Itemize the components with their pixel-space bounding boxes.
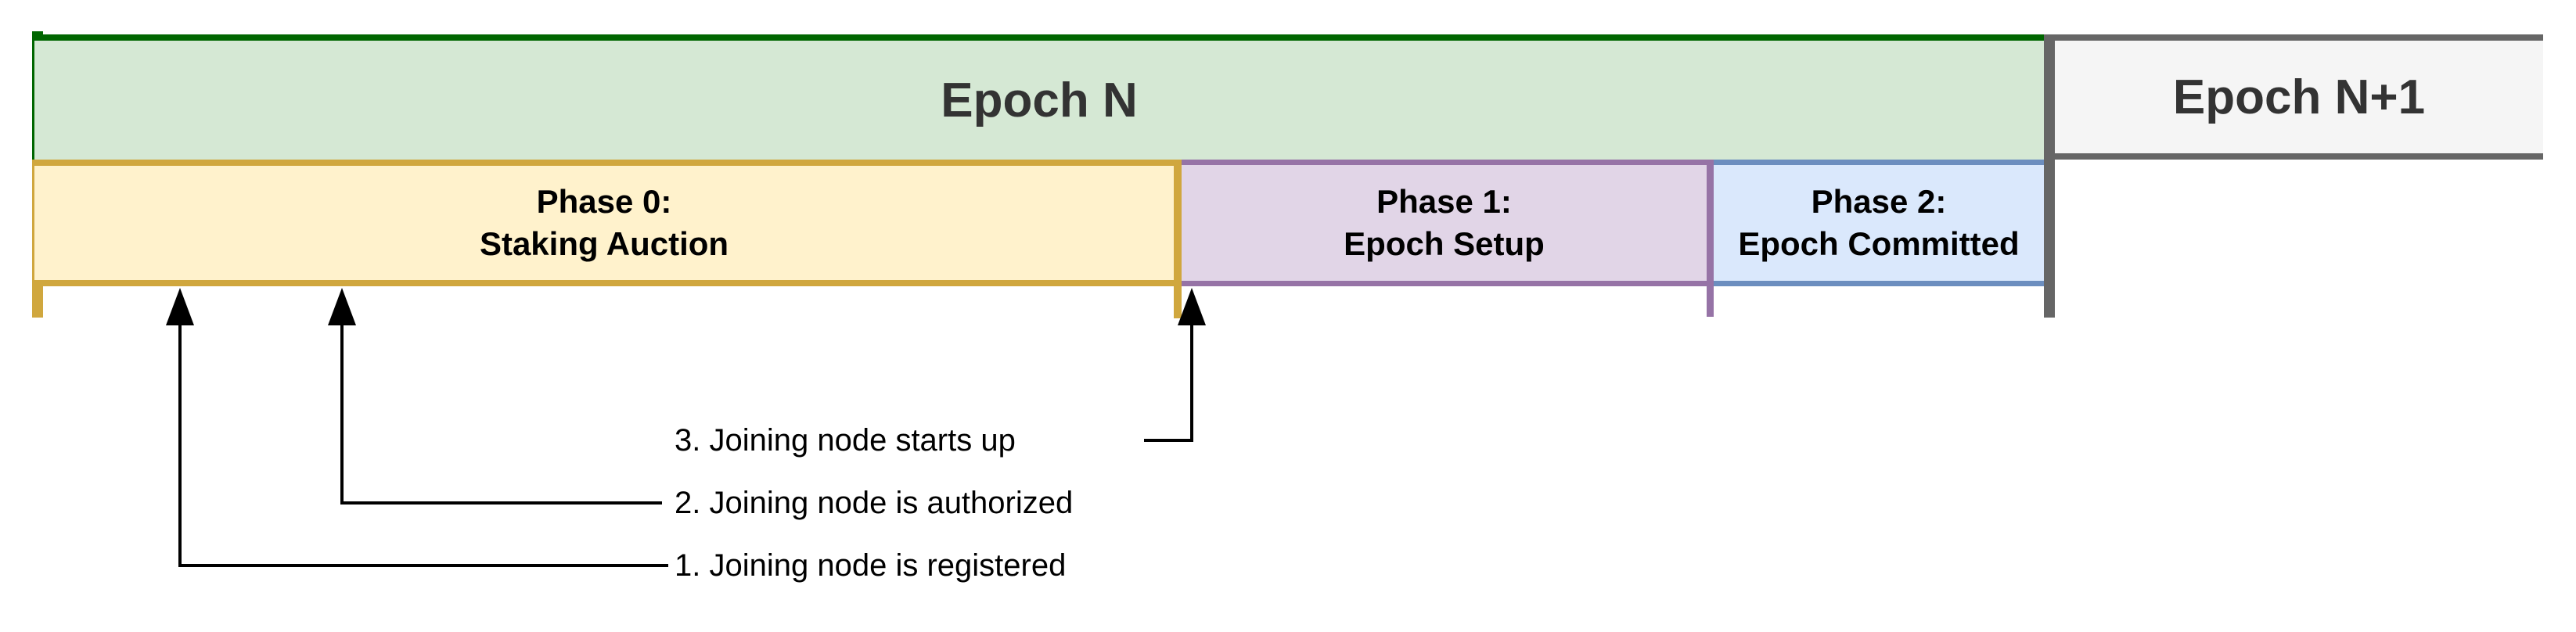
annotation-1-line-horizontal [178,564,668,567]
annotation-3-line-horizontal [1144,439,1193,442]
epoch-n-label: Epoch N [941,73,1138,127]
phase-2-label-line1: Phase 2: [1811,183,1947,220]
phase1-divider-tail [1707,286,1714,317]
epoch-n-bar: Epoch N [34,34,2044,160]
epoch-n1-bar: Epoch N+1 [2055,34,2543,160]
epoch-boundary-bar [2044,34,2055,318]
phase-2-box: Phase 2: Epoch Committed [1714,160,2044,286]
phase-0-label-line2: Staking Auction [479,225,729,262]
phase-2-label-line2: Epoch Committed [1738,225,2020,262]
annotation-2-line-vertical [340,319,344,505]
annotation-1-line-vertical [178,319,182,567]
annotation-3-label: 3. Joining node starts up [675,423,1016,458]
annotation-3-line-vertical [1190,319,1193,442]
epoch-n1-label: Epoch N+1 [2172,70,2426,124]
phase-1-box: Phase 1: Epoch Setup [1182,160,1714,286]
annotation-2-line-horizontal [340,501,662,505]
phase-0-label-line1: Phase 0: [536,183,672,220]
annotation-1-label: 1. Joining node is registered [675,548,1067,583]
phase-0-box: Phase 0: Staking Auction [34,160,1182,286]
phase-1-label-line1: Phase 1: [1376,183,1512,220]
annotation-2-label: 2. Joining node is authorized [675,486,1074,520]
phase-1-label-line2: Epoch Setup [1344,225,1545,262]
